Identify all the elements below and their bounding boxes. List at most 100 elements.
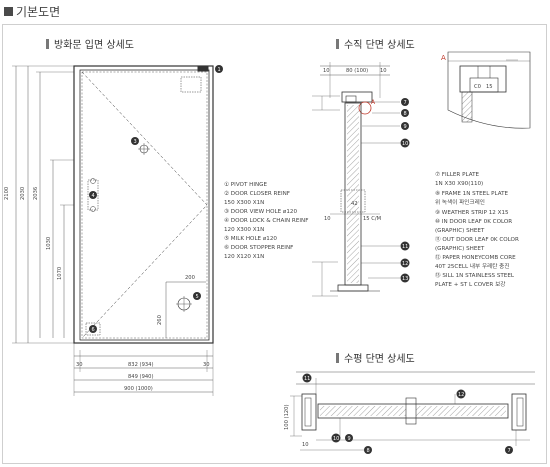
- section-bar-icon: [46, 38, 49, 49]
- badge-10-h: 10: [331, 433, 341, 443]
- door-leaf: [79, 69, 210, 341]
- vertical-notes: ⑦ FILLER PLATE 1N X30 X90(110) ⑧ FRAME 1…: [435, 171, 519, 288]
- front-note: 120 X120 X1N: [224, 254, 264, 260]
- front-note: ⑤ MILK HOLE ø120: [224, 235, 277, 242]
- front-note: ④ DOOR LOCK & CHAIN REINF: [224, 217, 308, 224]
- vdim-a-label: A: [371, 99, 376, 106]
- hdim-100: 100 (120): [284, 405, 290, 431]
- vertical-note: ⑦ FILLER PLATE: [435, 171, 480, 178]
- badge-7: 7: [401, 98, 409, 106]
- vertical-note: 1N X30 X90(110): [435, 181, 483, 187]
- detail-c1: 15: [486, 84, 493, 90]
- vertical-note: (GRAPHIC) SHEET: [435, 228, 485, 234]
- front-note: ③ DOOR VIEW HOLE ø120: [224, 208, 297, 215]
- vertical-note: 위 녹색이 파인크레인: [435, 198, 485, 206]
- dim-849: 849 (940): [128, 374, 154, 380]
- dim-2036: 2036: [33, 187, 39, 200]
- svg-text:8: 8: [367, 448, 370, 454]
- header: 기본도면: [0, 0, 550, 26]
- svg-text:4: 4: [92, 193, 95, 199]
- svg-text:9: 9: [404, 124, 407, 130]
- section-vertical-label: 수직 단면 상세도: [344, 40, 415, 51]
- front-note: 150 X300 X1N: [224, 200, 264, 206]
- dim-1070: 1070: [57, 267, 63, 280]
- svg-text:9: 9: [348, 436, 351, 442]
- header-title: 기본도면: [16, 5, 61, 19]
- vertical-note: ⑩ IN DOOR LEAF 0K COLOR: [435, 218, 512, 225]
- detail-a: [447, 51, 531, 129]
- section-front-label: 방화문 입면 상세도: [54, 40, 134, 51]
- badge-3: 3: [131, 137, 139, 145]
- front-note: ① PIVOT HINGE: [224, 181, 268, 188]
- dim-900: 900 (1000): [124, 386, 153, 392]
- stopper-reinf: [85, 322, 101, 336]
- lock-reinf: [87, 179, 99, 211]
- badge-13: 13: [400, 273, 410, 283]
- vertical-note: ⑫ PAPER HONEYCOMB CORE: [435, 253, 516, 261]
- vdim-80: 80 (100): [346, 68, 368, 74]
- badge-5: 5: [193, 292, 201, 300]
- svg-text:11: 11: [402, 244, 408, 250]
- svg-text:8: 8: [404, 111, 407, 117]
- vertical-note: ⑪ OUT DOOR LEAF 0K COLOR: [435, 235, 519, 243]
- svg-text:6: 6: [92, 327, 95, 333]
- vdim-10b: 10: [380, 68, 387, 74]
- badge-7-h: 7: [505, 446, 513, 454]
- svg-text:10: 10: [402, 141, 408, 147]
- detail-a-label: A: [441, 54, 446, 62]
- section-horizontal-title: 수평 단면 상세도: [336, 350, 415, 365]
- vertical-note: 40T 25CELL 내부 우레탄 충진: [435, 262, 509, 270]
- dim-200: 200: [185, 275, 195, 281]
- dim-260: 260: [157, 315, 163, 325]
- vertical-section: [312, 62, 400, 297]
- svg-text:7: 7: [404, 100, 407, 106]
- header-square-icon: [4, 7, 13, 16]
- horizontal-section: [290, 371, 535, 451]
- section-bar-icon: [336, 38, 339, 49]
- dim-1030: 1030: [46, 237, 52, 250]
- diagram-frame: [2, 24, 547, 464]
- dim-2100: 2100: [4, 187, 10, 200]
- pivot-hinge-top: [197, 66, 209, 72]
- vdim-10c: 10: [324, 216, 331, 222]
- badge-8-h: 8: [364, 446, 372, 454]
- vdim-15: 15 C/M: [363, 216, 381, 222]
- section-bar-icon: [336, 352, 339, 363]
- vertical-note: PLATE + ST L COVER 보강: [435, 281, 505, 288]
- svg-text:12: 12: [458, 392, 464, 398]
- hdim-10: 10: [302, 442, 309, 448]
- svg-text:10: 10: [333, 436, 339, 442]
- section-horizontal-label: 수평 단면 상세도: [344, 354, 415, 365]
- vertical-note: (GRAPHIC) SHEET: [435, 246, 485, 252]
- svg-text:5: 5: [196, 294, 199, 300]
- vdim-42: 42: [351, 201, 358, 207]
- vertical-note: ⑨ WEATHER STRIP 12 X15: [435, 209, 509, 216]
- vertical-note: ⑧ FRAME 1N STEEL PLATE: [435, 190, 509, 197]
- badge-12: 12: [400, 258, 410, 268]
- section-front-title: 방화문 입면 상세도: [46, 36, 134, 51]
- svg-text:11: 11: [304, 376, 310, 382]
- front-elevation: [12, 65, 214, 396]
- dim-832: 832 (934): [128, 362, 154, 368]
- dim-30-right: 30: [203, 362, 210, 368]
- badge-9-h: 9: [345, 434, 353, 442]
- door-leaf-inner: [81, 71, 208, 339]
- vdim-10: 10: [323, 68, 330, 74]
- front-note: 120 X300 X1N: [224, 227, 264, 233]
- badge-11: 11: [400, 241, 410, 251]
- detail-c0: C0: [474, 84, 481, 90]
- section-vertical-title: 수직 단면 상세도: [336, 36, 415, 51]
- swing-line: [81, 71, 208, 339]
- svg-text:12: 12: [402, 261, 408, 267]
- badge-9: 9: [401, 122, 409, 130]
- front-note: ⑥ DOOR STOPPER REINF: [224, 244, 293, 251]
- door-frame-outer: [73, 65, 214, 344]
- badge-12-h: 12: [456, 389, 466, 399]
- front-notes: ① PIVOT HINGE ② DOOR CLOSER REINF 150 X3…: [224, 181, 308, 260]
- badge-8: 8: [401, 109, 409, 117]
- dim-30-left: 30: [76, 362, 83, 368]
- svg-text:7: 7: [508, 448, 511, 454]
- badge-11-h: 11: [302, 373, 312, 383]
- dim-2030: 2030: [20, 187, 26, 200]
